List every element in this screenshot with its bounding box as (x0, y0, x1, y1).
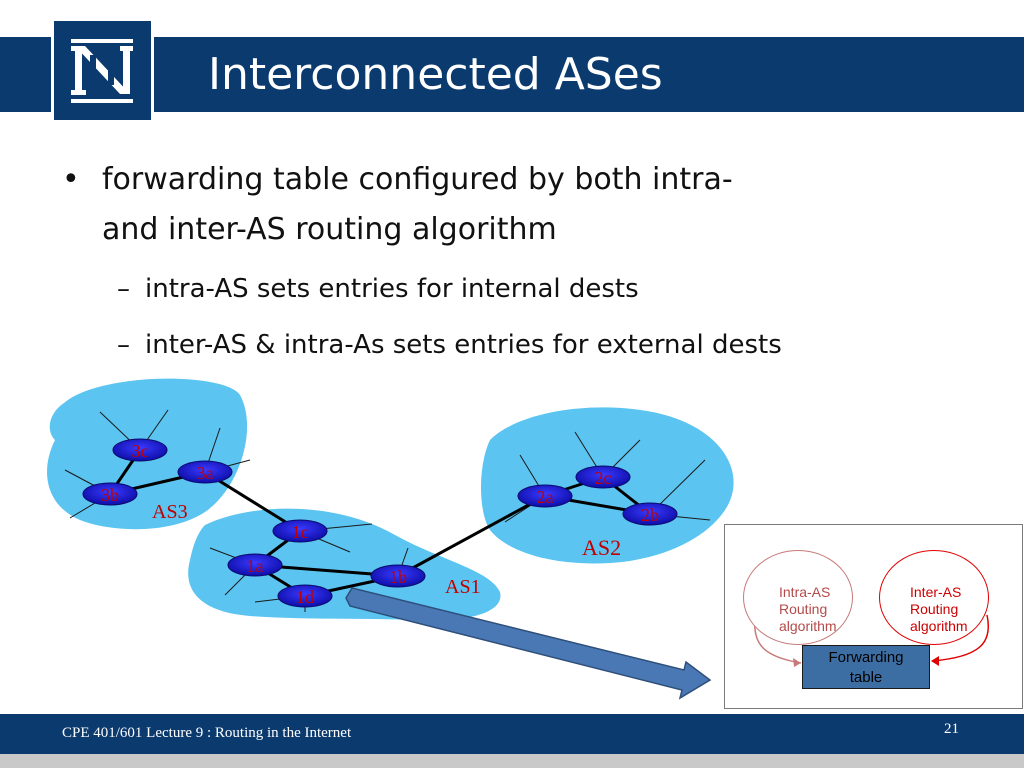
university-n-logo-icon (51, 18, 154, 123)
sub-bullet-dash: – (117, 274, 130, 304)
page-number: 21 (944, 721, 959, 737)
inter-as-line: Routing (910, 601, 959, 617)
pointer-arrow (345, 587, 712, 700)
sub-bullet-text: inter-AS & intra-As sets entries for ext… (145, 330, 782, 360)
inter-as-line: Inter-AS (910, 584, 962, 600)
router-label: 2b (641, 505, 659, 525)
router-label: 3b (101, 485, 119, 505)
forwarding-table-line: Forwarding (828, 649, 904, 666)
router-label: 3c (132, 441, 149, 461)
intra-as-line: algorithm (779, 618, 837, 634)
inter-as-line: algorithm (910, 618, 968, 634)
as1-label: AS1 (445, 576, 481, 598)
router-3a: 3a (177, 460, 233, 484)
router-label: 3a (197, 463, 214, 483)
intra-as-routing-ellipse: Intra-AS Routing algorithm (743, 550, 853, 645)
bullet-list: • forwarding table configured by both in… (62, 155, 962, 373)
sub-bullet-text: intra-AS sets entries for internal dests (145, 274, 639, 304)
inter-as-routing-ellipse: Inter-AS Routing algorithm (879, 550, 989, 645)
network-diagram: 3c 3a 3b 1c 1a 1b 1d 2a 2c 2b AS3 AS1 AS… (47, 378, 734, 700)
router-1c: 1c (272, 519, 328, 543)
router-label: 1b (389, 567, 407, 587)
router-label: 1d (296, 587, 314, 607)
router-2a: 2a (517, 484, 573, 508)
routing-inset-box: Intra-AS Routing algorithm Inter-AS Rout… (724, 524, 1023, 709)
sub-bullet-item: – inter-AS & intra-As sets entries for e… (62, 317, 962, 373)
forwarding-table-box: Forwarding table (802, 645, 930, 689)
bullet-item: • forwarding table configured by both in… (62, 155, 962, 255)
router-label: 1c (292, 522, 309, 542)
as3-label: AS3 (152, 501, 188, 523)
forwarding-table-line: table (849, 669, 883, 686)
router-3c: 3c (112, 438, 168, 462)
router-label: 1a (247, 556, 264, 576)
router-label: 2c (595, 468, 612, 488)
router-3b: 3b (82, 482, 138, 506)
router-1d: 1d (277, 584, 333, 608)
as1-cloud (188, 508, 501, 621)
router-2b: 2b (622, 502, 678, 526)
sub-bullet-item: – intra-AS sets entries for internal des… (62, 261, 962, 317)
sub-bullet-dash: – (117, 330, 130, 360)
intra-as-line: Intra-AS (779, 584, 831, 600)
slide-title: Interconnected ASes (208, 49, 663, 100)
footer-text: CPE 401/601 Lecture 9 : Routing in the I… (62, 725, 352, 741)
intra-as-line: Routing (779, 601, 828, 617)
as2-label: AS2 (582, 535, 621, 560)
title-bar (0, 37, 1024, 112)
bullet-dot: • (62, 162, 80, 197)
bullet-text: forwarding table configured by both intr… (102, 162, 733, 247)
router-1b: 1b (370, 564, 426, 588)
footer-bar (0, 714, 1024, 754)
router-label: 2a (537, 487, 554, 507)
footer-strip (0, 754, 1024, 768)
router-1a: 1a (227, 553, 283, 577)
router-2c: 2c (575, 465, 631, 489)
